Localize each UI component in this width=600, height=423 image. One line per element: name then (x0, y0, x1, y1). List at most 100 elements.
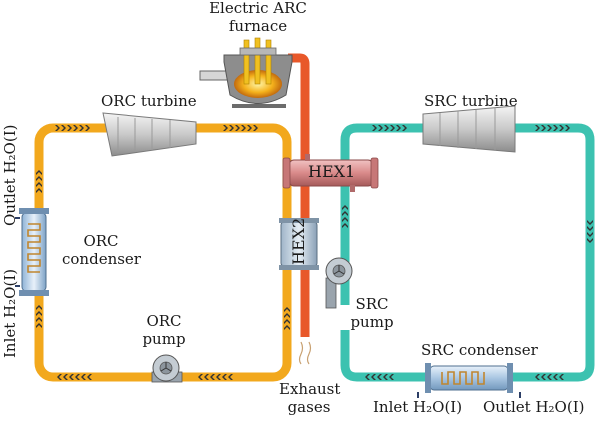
exhaust-label-line1: Exhaust (279, 380, 341, 398)
flow-chevron (36, 170, 42, 175)
src-condenser-label: SRC condenser (421, 341, 538, 359)
flow-chevron (383, 374, 388, 380)
furnace-label-line1: Electric ARC (209, 0, 307, 17)
flow-chevron (36, 317, 42, 322)
orc-inlet-label: Inlet H₂O(I) (1, 268, 19, 358)
flow-chevron (57, 374, 62, 380)
flow-chevron (535, 125, 540, 131)
exhaust-line (288, 53, 312, 365)
flow-chevron (36, 176, 42, 181)
flow-chevron (55, 125, 60, 131)
flow-chevron (36, 323, 42, 328)
orc-condenser-label: ORC condenser (62, 232, 141, 268)
flow-chevron (36, 188, 42, 193)
flow-chevron (389, 374, 394, 380)
hex1-label: HEX1 (308, 162, 356, 181)
flow-chevron (342, 205, 348, 210)
src-pump-label-line1: SRC (355, 295, 389, 313)
orc-pump (151, 354, 183, 383)
flow-chevron (553, 125, 558, 131)
flow-chevron (36, 182, 42, 187)
src-turbine (422, 105, 516, 153)
flow-chevron (75, 374, 80, 380)
orc-outlet-label: Outlet H₂O(I) (1, 124, 19, 226)
flow-chevron (216, 374, 221, 380)
flow-chevron (210, 374, 215, 380)
furnace-label: Electric ARC furnace (200, 0, 316, 35)
src-pump-label: SRC pump (350, 295, 394, 331)
flow-chevron (402, 125, 407, 131)
orc-condenser (15, 208, 49, 296)
flow-chevron (61, 125, 66, 131)
flow-chevron (541, 374, 546, 380)
orc-condenser-label-line2: condenser (62, 250, 141, 268)
flow-chevron (342, 223, 348, 228)
flow-chevron (553, 374, 558, 380)
flow-chevron (235, 125, 240, 131)
exhaust-label-line2: gases (287, 398, 331, 416)
flow-chevron (73, 125, 78, 131)
src-loop (340, 123, 595, 382)
flow-chevron (81, 374, 86, 380)
flow-chevron (247, 125, 252, 131)
flow-chevron (365, 374, 370, 380)
flow-chevron (565, 125, 570, 131)
flow-chevron (396, 125, 401, 131)
flow-chevron (559, 125, 564, 131)
furnace-label-line2: furnace (228, 17, 288, 35)
flow-chevron (378, 125, 383, 131)
orc-pump-label-line2: pump (142, 330, 186, 348)
flow-chevron (36, 305, 42, 310)
flow-chevron (384, 125, 389, 131)
flow-chevron (372, 125, 377, 131)
orc-condenser-label-line1: ORC (83, 232, 119, 250)
flow-chevron (87, 374, 92, 380)
flow-chevron (284, 325, 290, 330)
flow-chevron (547, 374, 552, 380)
flow-chevron (371, 374, 376, 380)
flow-chevron (79, 125, 84, 131)
orc-pump-label: ORC pump (138, 312, 190, 348)
flow-chevron (541, 125, 546, 131)
orc-turbine (102, 112, 197, 157)
flow-chevron (284, 313, 290, 318)
flow-chevron (69, 374, 74, 380)
hex2-label: HEX2 (289, 217, 308, 265)
hex1-exchanger (282, 154, 379, 192)
src-outlet-label: Outlet H₂O(I) (483, 398, 585, 416)
flow-chevron (587, 220, 593, 225)
flow-chevron (390, 125, 395, 131)
orc-pump-label-line1: ORC (146, 312, 182, 330)
flow-chevron (241, 125, 246, 131)
flow-chevron (36, 311, 42, 316)
flow-chevron (228, 374, 233, 380)
flow-chevron (342, 211, 348, 216)
src-pump (325, 257, 353, 309)
flow-chevron (535, 374, 540, 380)
flow-chevron (587, 226, 593, 231)
flow-chevron (284, 307, 290, 312)
hex2-exchanger (279, 218, 319, 270)
flow-chevron (342, 217, 348, 222)
src-turbine-label: SRC turbine (424, 92, 518, 110)
flow-chevron (204, 374, 209, 380)
flow-chevrons (36, 125, 593, 380)
src-inlet-label: Inlet H₂O(I) (373, 398, 463, 416)
flow-chevron (377, 374, 382, 380)
flow-chevron (284, 319, 290, 324)
electric-arc-furnace (199, 37, 293, 108)
flow-chevron (67, 125, 72, 131)
flow-chevron (85, 125, 90, 131)
flow-chevron (547, 125, 552, 131)
flow-chevron (198, 374, 203, 380)
flow-chevron (223, 125, 228, 131)
flow-chevron (253, 125, 258, 131)
flow-chevron (222, 374, 227, 380)
flow-chevron (587, 232, 593, 237)
orc-turbine-label: ORC turbine (101, 92, 197, 110)
flow-chevron (587, 238, 593, 243)
flow-chevron (63, 374, 68, 380)
src-pump-label-line2: pump (350, 313, 394, 331)
